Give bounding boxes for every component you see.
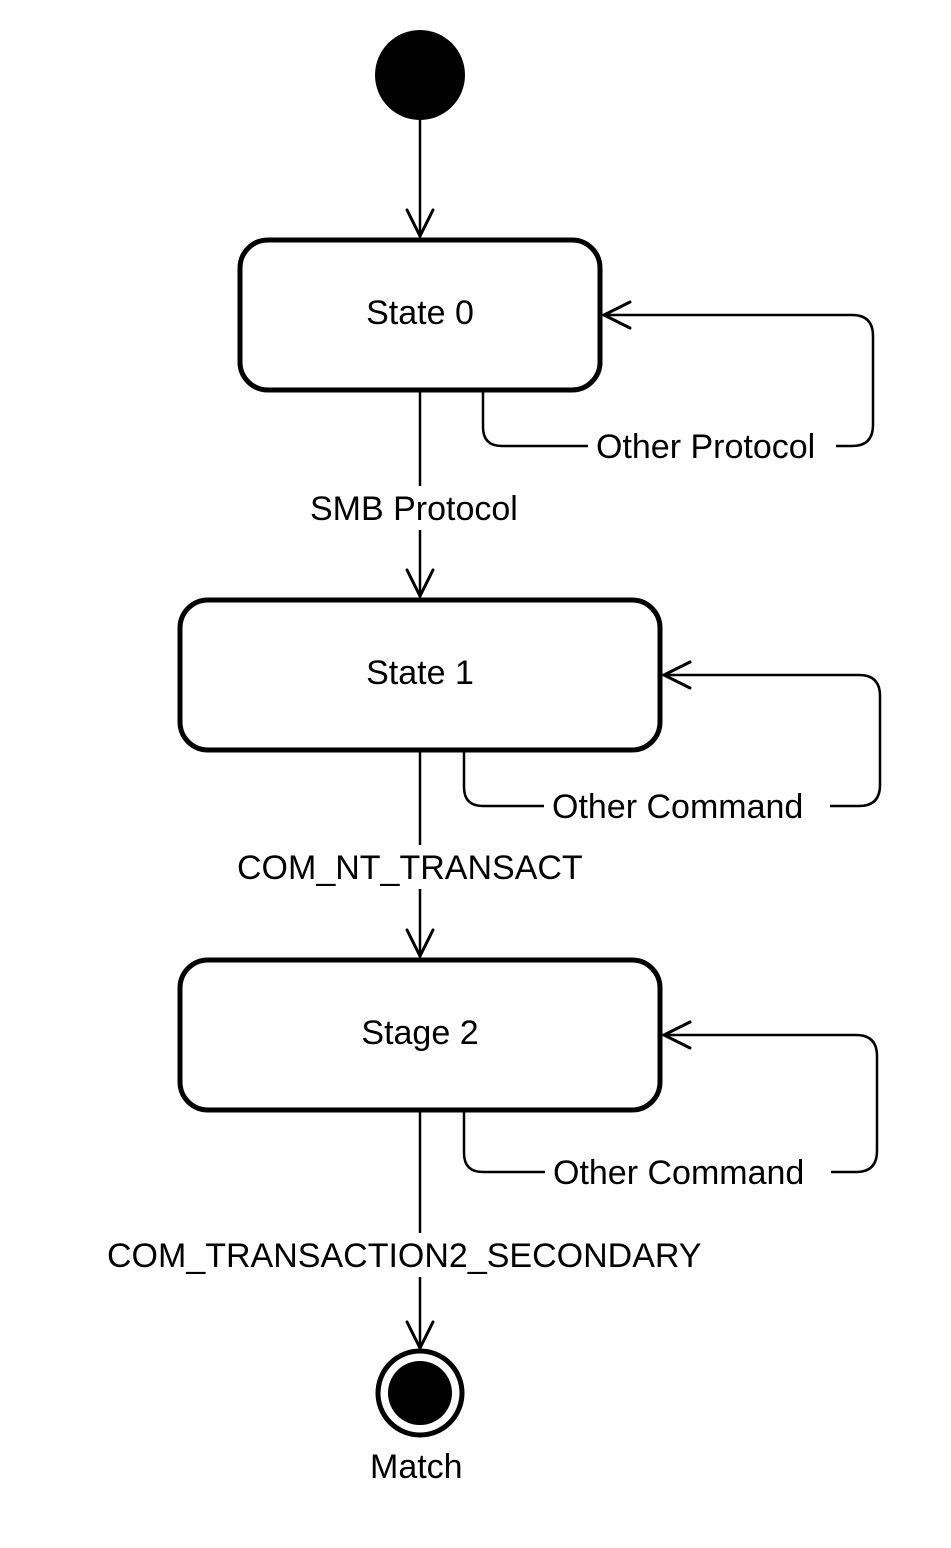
arrowhead-state0-to-state1 (405, 568, 435, 600)
self-loop-edge-state2 (462, 1033, 879, 1174)
state-label-2: Stage 2 (361, 1014, 478, 1052)
state-label-1: State 1 (366, 654, 474, 692)
transition-label-com-transaction2-secondary: COM_TRANSACTION2_SECONDARY (107, 1237, 702, 1275)
arrowhead-state1-to-state2 (405, 928, 435, 960)
initial-state-node (375, 30, 465, 120)
final-state-node (375, 1348, 465, 1438)
state-label-0: State 0 (366, 294, 474, 332)
self-loop-edge-state0 (481, 313, 875, 448)
self-loop-label-state2: Other Command (553, 1154, 804, 1192)
arrowhead-initial-to-state0 (405, 208, 435, 240)
state-node-0[interactable]: State 0 (237, 237, 603, 393)
self-loop-label-state1: Other Command (552, 788, 803, 826)
self-loop-edge-state1 (462, 673, 882, 808)
arrowhead-self-loop-state1 (660, 660, 692, 690)
transition-label-com-nt-transact: COM_NT_TRANSACT (237, 849, 583, 887)
final-state-label: Match (370, 1448, 463, 1486)
transition-label-smb-protocol: SMB Protocol (310, 490, 518, 528)
arrowhead-state2-to-final (405, 1320, 435, 1352)
arrowhead-self-loop-state0 (600, 300, 632, 330)
self-loop-label-state0: Other Protocol (596, 428, 815, 466)
state-node-1[interactable]: State 1 (177, 597, 663, 753)
state-node-2[interactable]: Stage 2 (177, 957, 663, 1113)
arrowhead-self-loop-state2 (660, 1020, 692, 1050)
